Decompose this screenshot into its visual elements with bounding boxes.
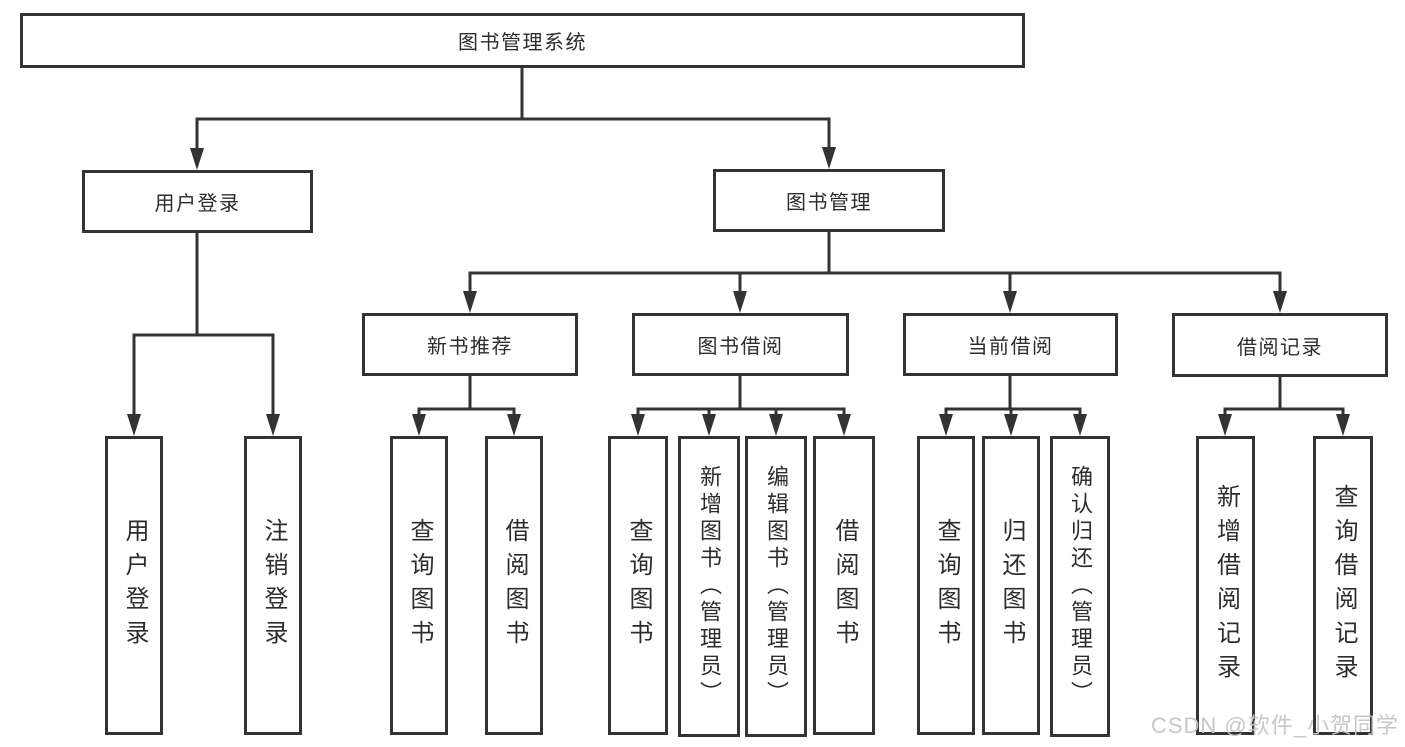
connector-book-management-branch xyxy=(468,232,1282,297)
node-label: 用户登录 xyxy=(121,517,148,654)
node-label: 确认归还（管理员） xyxy=(1068,465,1093,708)
node-root-system: 图书管理系统 xyxy=(20,13,1025,68)
node-label: 图书管理 xyxy=(786,192,872,214)
node-label: 查询图书 xyxy=(933,517,960,654)
node-label: 借阅记录 xyxy=(1237,336,1323,359)
node-label: 编辑图书（管理员） xyxy=(764,465,789,708)
csdn-watermark: CSDN @软件_小贺同学 xyxy=(1150,713,1399,738)
node-query-borrow-record: 查询借阅记录 xyxy=(1313,436,1373,735)
node-borrow-books: 借阅图书 xyxy=(813,436,875,735)
connector-root-to-level2 xyxy=(195,68,831,152)
node-label: 新书推荐 xyxy=(427,336,513,358)
node-label: 查询图书 xyxy=(406,517,433,654)
node-label: 查询图书 xyxy=(625,517,652,654)
node-label: 图书管理系统 xyxy=(458,32,587,54)
node-return-books: 归还图书 xyxy=(982,436,1040,735)
connector-borrow-records-branch xyxy=(1223,377,1345,420)
connector-user-login-branch xyxy=(132,233,275,420)
node-label: 查询借阅记录 xyxy=(1330,483,1357,688)
node-label: 当前借阅 xyxy=(967,336,1054,358)
node-book-management: 图书管理 xyxy=(713,169,945,232)
node-confirm-return-admin: 确认归还（管理员） xyxy=(1050,436,1110,737)
node-query-books-current: 查询图书 xyxy=(917,436,975,735)
node-add-book-admin: 新增图书（管理员） xyxy=(678,436,740,737)
connector-current-borrow-branch xyxy=(944,376,1082,420)
node-edit-book-admin: 编辑图书（管理员） xyxy=(745,436,807,737)
node-user-login-group: 用户登录 xyxy=(82,170,313,233)
node-label: 新增图书（管理员） xyxy=(697,465,722,708)
node-book-borrow: 图书借阅 xyxy=(632,313,849,376)
connector-new-book-branch xyxy=(417,376,516,420)
node-user-login: 用户登录 xyxy=(105,436,163,735)
node-current-borrow: 当前借阅 xyxy=(903,313,1118,376)
node-query-books-recommend: 查询图书 xyxy=(390,436,448,735)
node-label: 归还图书 xyxy=(998,517,1025,654)
node-add-borrow-record: 新增借阅记录 xyxy=(1196,436,1255,735)
node-label: 用户登录 xyxy=(154,193,241,215)
node-label: 新增借阅记录 xyxy=(1212,483,1240,688)
node-borrow-records: 借阅记录 xyxy=(1172,313,1388,377)
node-new-book-recommend: 新书推荐 xyxy=(362,313,578,376)
node-label: 借阅图书 xyxy=(831,517,858,654)
node-borrow-books-recommend: 借阅图书 xyxy=(485,436,543,735)
node-label: 图书借阅 xyxy=(697,336,784,358)
node-logout: 注销登录 xyxy=(244,436,302,735)
connector-book-borrow-branch xyxy=(636,376,846,420)
arrowheads xyxy=(127,147,1350,436)
node-label: 注销登录 xyxy=(260,517,287,654)
node-query-books-borrow: 查询图书 xyxy=(608,436,668,735)
node-label: 借阅图书 xyxy=(501,517,528,654)
